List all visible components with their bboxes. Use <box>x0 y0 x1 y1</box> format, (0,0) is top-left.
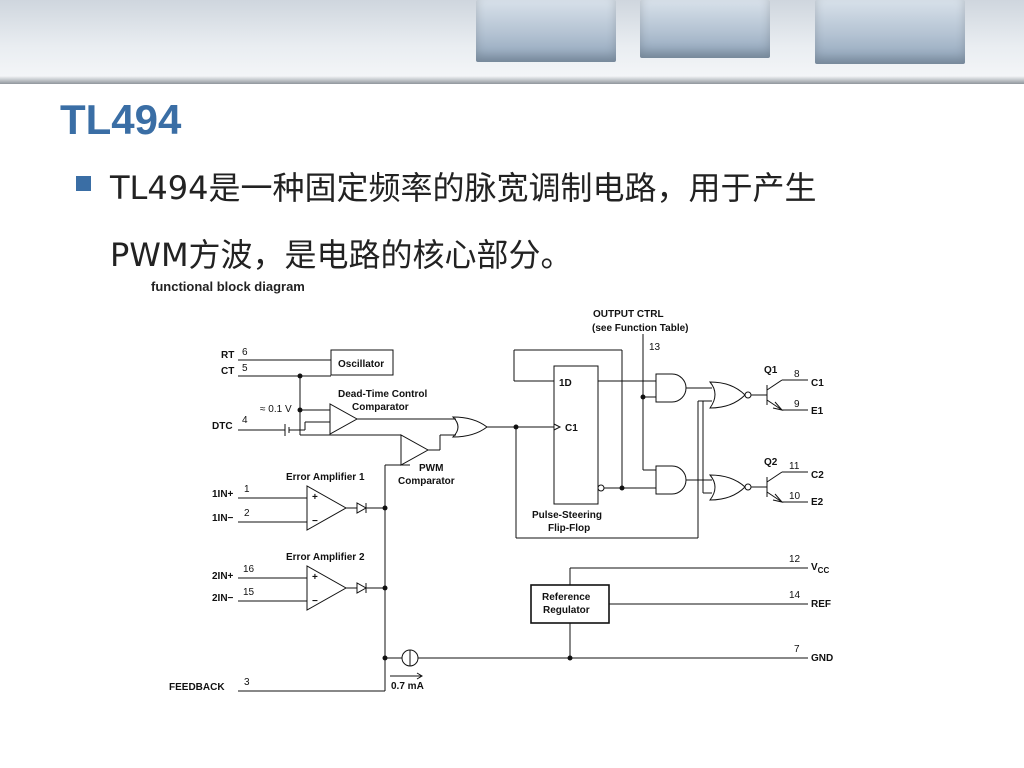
diagram-title: functional block diagram <box>151 279 305 294</box>
flipflop-label-2: Flip-Flop <box>548 523 590 534</box>
current-label: 0.7 mA <box>391 681 424 692</box>
pwm-label-2: Comparator <box>398 476 455 487</box>
pin-label: E1 <box>811 406 824 417</box>
oscillator-label: Oscillator <box>338 359 384 370</box>
pin-label: GND <box>811 653 833 664</box>
pin-label: 1IN+ <box>212 489 234 500</box>
pwm-comparator <box>400 434 430 466</box>
pin-number: 11 <box>789 461 800 472</box>
pin-label: C2 <box>811 470 824 481</box>
pin-number: 16 <box>243 564 255 575</box>
pin-label: REF <box>811 599 831 610</box>
flipflop-label-1: Pulse-Steering <box>532 510 602 521</box>
error-amp-2-label: Error Amplifier 2 <box>286 552 365 563</box>
decorative-cube <box>815 0 965 64</box>
pwm-label-1: PWM <box>419 463 443 474</box>
pin-number: 6 <box>242 347 248 358</box>
q1-label: Q1 <box>764 365 778 376</box>
pin-label: 2IN+ <box>212 571 234 582</box>
minus-sign: − <box>312 596 318 607</box>
pin-number: 3 <box>244 677 250 688</box>
bullet-text-line-1: TL494是一种固定频率的脉宽调制电路，用于产生 <box>110 169 817 207</box>
pin-label: 1IN− <box>212 513 234 524</box>
minus-sign: − <box>312 516 318 527</box>
and-gate-1 <box>655 373 687 403</box>
nor-gate-2 <box>708 474 746 501</box>
decorative-cube <box>640 0 770 58</box>
or-gate <box>451 416 488 438</box>
decorative-cube <box>476 0 616 62</box>
pin-number: 9 <box>794 399 800 410</box>
pin-number: 7 <box>794 644 800 655</box>
pin-number: 13 <box>649 342 661 353</box>
ff-c1-label: C1 <box>565 423 578 434</box>
pin-label: DTC <box>212 421 233 432</box>
ff-1d-label: 1D <box>559 378 572 389</box>
oscillator-block <box>330 349 394 376</box>
error-amplifier-2 <box>306 565 348 611</box>
pin-number: 12 <box>789 554 801 565</box>
pin-number: 5 <box>242 363 248 374</box>
pin-label: CT <box>221 366 234 377</box>
reference-regulator-block <box>530 584 610 624</box>
pin-number: 4 <box>242 415 248 426</box>
and-gate-2 <box>655 465 687 495</box>
dead-time-comparator <box>329 403 359 435</box>
pin-label: FEEDBACK <box>169 682 225 693</box>
pin-label: RT <box>221 350 234 361</box>
plus-sign: + <box>312 492 318 503</box>
banner-shadow <box>0 76 1024 84</box>
flip-flop-block <box>553 365 599 505</box>
plus-sign: + <box>312 572 318 583</box>
function-table-label: (see Function Table) <box>592 323 689 334</box>
q2-label: Q2 <box>764 457 778 468</box>
dtc-offset: ≈ 0.1 V <box>260 404 292 415</box>
error-amplifier-1 <box>306 485 348 531</box>
pin-number: 1 <box>244 484 250 495</box>
bullet-text-line-2: PWM方波，是电路的核心部分。 <box>110 236 573 274</box>
header-banner <box>0 0 1024 84</box>
dead-time-label-2: Comparator <box>352 402 409 413</box>
slide-title: TL494 <box>60 96 182 143</box>
pin-label: 2IN− <box>212 593 234 604</box>
pin-number: 15 <box>243 587 255 598</box>
pin-number: 10 <box>789 491 801 502</box>
bullet-square-icon <box>76 176 91 191</box>
output-ctrl-label: OUTPUT CTRL <box>593 309 664 320</box>
pin-number: 14 <box>789 590 801 601</box>
pin-number: 8 <box>794 369 800 380</box>
pin-label: E2 <box>811 497 824 508</box>
dead-time-label-1: Dead-Time Control <box>338 389 427 400</box>
pin-label-vcc: VCC <box>811 562 829 575</box>
error-amp-1-label: Error Amplifier 1 <box>286 472 365 483</box>
pin-number: 2 <box>244 508 250 519</box>
reference-label-2: Regulator <box>543 605 590 616</box>
nor-gate-1 <box>708 381 746 409</box>
pin-label: C1 <box>811 378 824 389</box>
reference-label-1: Reference <box>542 592 591 603</box>
